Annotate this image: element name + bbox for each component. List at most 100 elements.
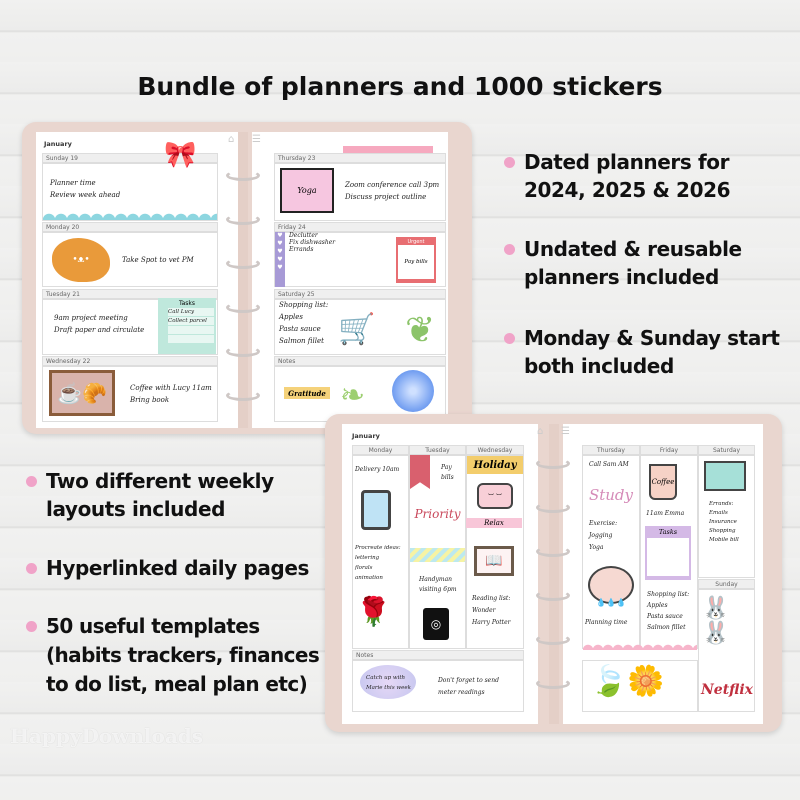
day-column[interactable] (352, 455, 409, 649)
feature-line: Two different weekly (46, 469, 274, 493)
coffee-mug-sticker: Coffee (649, 464, 677, 500)
note: Procreate ideas: (355, 545, 401, 551)
day-header: Notes (274, 356, 446, 366)
note: Errands: (709, 501, 734, 507)
note: Emails (709, 510, 728, 516)
feature-hyperlinked: Hyperlinked daily pages (26, 554, 309, 582)
note: Salmon fillet (647, 624, 686, 631)
feature-line: Undated & reusable (524, 237, 742, 261)
day-header: Saturday 25 (274, 289, 446, 299)
relax-sticker: Relax (466, 518, 522, 528)
menu-icon[interactable]: ☰ (561, 426, 570, 437)
note: Pay (441, 464, 452, 471)
page-title: Bundle of planners and 1000 stickers (137, 72, 663, 101)
bullet-dot (504, 333, 515, 344)
note: Shopping (709, 528, 736, 534)
feature-line: (habits trackers, finances (46, 643, 320, 667)
extra-box[interactable] (582, 660, 698, 712)
feature-line: to do list, meal plan etc) (46, 672, 308, 696)
note: Don't forget to send (438, 677, 499, 684)
note: 9am project meeting (54, 314, 128, 322)
note: Shopping list: (279, 301, 329, 309)
notes-header: Notes (352, 650, 524, 660)
col-header-thursday: Thursday (582, 445, 640, 455)
binder-ring (536, 678, 570, 689)
binder-ring (226, 214, 260, 225)
col-header-monday: Monday (352, 445, 409, 455)
binder-ring (226, 258, 260, 269)
day-box[interactable] (42, 163, 218, 221)
menu-icon[interactable]: ☰ (252, 134, 261, 145)
tasks-sticker: Tasks Call Lucy Collect parcel (158, 298, 216, 354)
binder-ring (536, 546, 570, 557)
note: Call Sam AM (589, 461, 629, 468)
feature-line: Monday & Sunday start (524, 326, 780, 350)
month-label: January (352, 432, 380, 440)
leaves-sticker: ❦ (405, 310, 436, 351)
binder-ring (536, 590, 570, 601)
feature-line: Dated planners for (524, 150, 730, 174)
pay-bills-label: Pay bills (398, 245, 434, 279)
col-header-sunday: Sunday (698, 579, 755, 589)
col-header-wednesday: Wednesday (466, 445, 524, 455)
urgent-label: Urgent (407, 239, 425, 245)
note: Draft paper and circulate (54, 326, 145, 334)
spine (238, 132, 248, 428)
note: Pasta sauce (279, 325, 321, 333)
binder-ring (536, 502, 570, 513)
note: Planner time (50, 179, 96, 187)
spine (549, 424, 559, 724)
pink-scallop-washi (583, 642, 697, 650)
note: Review week ahead (50, 191, 121, 199)
shopping-cart-sticker: 🛒 (338, 312, 376, 347)
home-icon[interactable]: ⌂ (537, 426, 544, 437)
green-leaves-sticker: ❧ (340, 378, 366, 413)
feature-templates: 50 useful templates(habits trackers, fin… (26, 612, 320, 699)
task-line-empty (168, 326, 214, 334)
note: Bring book (130, 396, 170, 404)
envelope-sticker (704, 461, 746, 491)
note: Yoga (589, 544, 604, 551)
bullet-dot (26, 621, 37, 632)
note: visiting 6pm (419, 586, 457, 593)
note: Zoom conference call 3pm (345, 181, 440, 189)
urgent-sticker: Urgent Pay bills (396, 237, 436, 283)
month-label: January (44, 140, 72, 148)
note: Declutter (289, 232, 318, 239)
day-header: Monday 20 (42, 222, 218, 232)
scallop-washi (43, 212, 217, 220)
note: Exercise: (589, 520, 618, 527)
day-box[interactable] (274, 299, 446, 355)
home-icon[interactable]: ⌂ (228, 134, 235, 145)
watercolor-cloud-sticker (360, 665, 416, 699)
shiba-dog-sticker: •ᴥ• (52, 238, 110, 282)
tasks-title: Tasks (658, 528, 678, 536)
note: Take Spot to vet PM (122, 256, 194, 264)
rain-cloud-sticker: 💧💧💧 (588, 566, 634, 607)
watermark: HappyDownloads (10, 724, 204, 748)
note: Fix dishwasher (289, 239, 336, 246)
feature-line: both included (524, 354, 674, 378)
day-column[interactable] (582, 455, 640, 649)
hearts-ribbon-sticker: ♥♥♥♥♥ (275, 232, 285, 287)
binder-ring (536, 458, 570, 469)
coffee-croissant-sticker: ☕🥐 (49, 370, 115, 416)
bullet-dot (504, 244, 515, 255)
col-header-friday: Friday (640, 445, 698, 455)
tablet-sticker (361, 490, 391, 530)
yellow-rose-sticker: 🍃🌼 (590, 664, 665, 699)
note: Planning time (585, 619, 628, 626)
bunny-slippers-sticker: 🐰🐰 (702, 596, 730, 646)
note: Mobile bill (709, 537, 739, 543)
note: Marie this week (366, 685, 411, 691)
tasks-title: Tasks (178, 300, 196, 307)
gratitude-label-sticker: Gratitude (284, 387, 330, 399)
note: Insurance (709, 519, 737, 525)
note: Wonder (472, 607, 496, 614)
priority-sticker: Priority (414, 507, 461, 521)
day-column[interactable] (698, 589, 755, 712)
note: Catch up with (366, 675, 406, 681)
note: Handyman (419, 576, 453, 583)
